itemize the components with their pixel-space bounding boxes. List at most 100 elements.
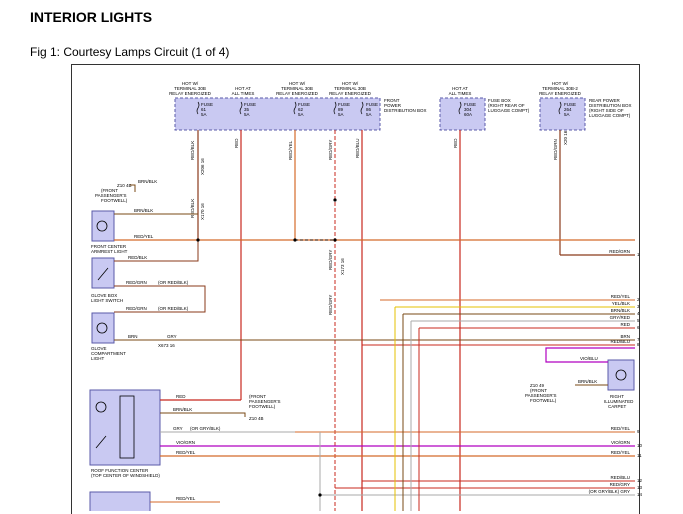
- svg-text:RED/BLU: RED/BLU: [355, 138, 360, 158]
- svg-text:LIGHT: LIGHT: [91, 356, 105, 361]
- rear-power-box-label: REAR POWER DISTRIBUTION BOX (RIGHT SIDE …: [589, 98, 632, 118]
- fuse-61-label: FUSE 61 5A: [201, 102, 213, 117]
- label-carpet-brn-blk: BRN/BLK: [578, 379, 597, 384]
- svg-text:13: 13: [637, 485, 643, 490]
- label-red-yel-1: RED/YEL: [134, 234, 154, 239]
- svg-text:3: 3: [637, 304, 640, 309]
- svg-text:FUSE: FUSE: [338, 102, 350, 107]
- svg-text:RED/BLU: RED/BLU: [610, 339, 630, 344]
- svg-text:2: 2: [637, 297, 640, 302]
- power-label-4: HOT W/ TERMINAL 30B RELAY ENERGIZED: [329, 81, 372, 96]
- label-roof-or-gry-blk: (OR GRY/BLK): [190, 426, 221, 431]
- power-label-3: HOT W/ TERMINAL 30B RELAY ENERGIZED: [276, 81, 319, 96]
- svg-text:DISTRIBUTION BOX: DISTRIBUTION BOX: [384, 108, 427, 113]
- svg-text:FUSE BOX: FUSE BOX: [488, 98, 511, 103]
- svg-text:FUSE: FUSE: [298, 102, 310, 107]
- svg-text:HOT AT: HOT AT: [452, 86, 468, 91]
- svg-text:FOOTWELL): FOOTWELL): [530, 398, 557, 403]
- splice-dot-3: [333, 238, 337, 242]
- svg-text:RELAY ENERGIZED: RELAY ENERGIZED: [276, 91, 319, 96]
- svg-text:(TOP CENTER OF WINDSHIELD): (TOP CENTER OF WINDSHIELD): [91, 473, 160, 478]
- label-gry-1: GRY: [167, 334, 177, 339]
- svg-text:RED/YEL: RED/YEL: [611, 450, 631, 455]
- roof-switch-icon: [95, 435, 107, 449]
- svg-text:(RIGHT REAR OF: (RIGHT REAR OF: [488, 103, 525, 108]
- fuse-35-symbol: [239, 101, 243, 115]
- svg-text:ROOF FUNCTION CENTER: ROOF FUNCTION CENTER: [91, 468, 149, 473]
- power-label-6: HOT W/ TERMINAL 30B-2 RELAY ENERGIZED: [539, 81, 582, 96]
- fuse-89-label: FUSE 89 5A: [338, 102, 350, 117]
- fuse-89-symbol: [333, 101, 337, 115]
- svg-text:Z10 49: Z10 49: [530, 383, 545, 388]
- svg-text:FRONT: FRONT: [384, 98, 400, 103]
- svg-text:PASSENGER'S: PASSENGER'S: [525, 393, 557, 398]
- svg-text:5A: 5A: [366, 112, 372, 117]
- svg-text:LUGGAGE COMPT): LUGGAGE COMPT): [589, 113, 631, 118]
- splice-dot-4: [333, 198, 337, 202]
- svg-text:TERMINAL 30B: TERMINAL 30B: [174, 86, 206, 91]
- svg-text:RED/BLK: RED/BLK: [190, 199, 195, 218]
- fuse-86-label: FUSE 86 5A: [366, 102, 378, 117]
- carpet-bulb-icon: [615, 369, 627, 381]
- svg-text:5A: 5A: [298, 112, 304, 117]
- svg-text:TERMINAL 30B: TERMINAL 30B: [281, 86, 313, 91]
- svg-text:(FRONT: (FRONT: [249, 394, 266, 399]
- svg-text:RED: RED: [620, 322, 630, 327]
- svg-text:11: 11: [637, 453, 642, 458]
- svg-text:ILLUMINATED: ILLUMINATED: [604, 399, 634, 404]
- svg-text:ALL TIMES: ALL TIMES: [232, 91, 255, 96]
- svg-text:61: 61: [201, 107, 207, 112]
- svg-text:RIGHT: RIGHT: [610, 394, 624, 399]
- diagram-frame: [71, 64, 640, 514]
- label-roof-red: RED: [176, 394, 186, 399]
- svg-text:HOT W/: HOT W/: [342, 81, 359, 86]
- ground-z1048: (FRONT PASSENGER'S FOOTWELL) Z10 4B: [215, 394, 281, 421]
- splice-dot-1: [196, 238, 200, 242]
- svg-text:POWER: POWER: [384, 103, 402, 108]
- svg-text:FUSE: FUSE: [244, 102, 256, 107]
- svg-text:35: 35: [244, 107, 250, 112]
- svg-text:LUGGAGE COMPT): LUGGAGE COMPT): [488, 108, 530, 113]
- label-red-grn-1: RED/GRN: [126, 280, 147, 285]
- label-armrest-brn-blk: BRN/BLK: [134, 208, 153, 213]
- right-carpet-box: [607, 359, 635, 391]
- svg-text:(RIGHT SIDE OF: (RIGHT SIDE OF: [589, 108, 624, 113]
- svg-text:14: 14: [637, 492, 643, 497]
- svg-text:4: 4: [637, 311, 640, 316]
- svg-text:RED: RED: [453, 138, 458, 148]
- svg-text:TERMINAL 30B: TERMINAL 30B: [334, 86, 366, 91]
- svg-text:Z10 4B: Z10 4B: [249, 416, 264, 421]
- label-red-grn-2: RED/GRN: [126, 306, 147, 311]
- front-power-distribution-box: [174, 97, 381, 131]
- svg-text:RED/GRY: RED/GRY: [328, 140, 333, 160]
- rear-fuse-box: [439, 97, 486, 131]
- svg-text:BRN/BLK: BRN/BLK: [611, 308, 630, 313]
- svg-text:8: 8: [637, 342, 640, 347]
- svg-text:FUSE: FUSE: [366, 102, 378, 107]
- label-or-red-blk-2: (OR RED/BLK): [158, 306, 189, 311]
- connector-x2: X20 16: [563, 130, 568, 145]
- svg-text:RELAY ENERGIZED: RELAY ENERGIZED: [539, 91, 582, 96]
- svg-text:RED/BLK: RED/BLK: [190, 141, 195, 160]
- svg-text:5A: 5A: [201, 112, 207, 117]
- front-box-label: FRONT POWER DISTRIBUTION BOX: [384, 98, 427, 113]
- svg-text:6: 6: [637, 325, 640, 330]
- glove-bulb-icon: [96, 322, 108, 334]
- fuse-62-label: FUSE 62 5A: [298, 102, 310, 117]
- svg-text:FUSE: FUSE: [564, 102, 576, 107]
- vertical-wire-labels: RED/BLK RED RED/YEL RED/GRY RED/BLU RED …: [190, 138, 558, 315]
- glove-switch-label: GLOVE BOX LIGHT SWITCH: [91, 293, 123, 303]
- svg-text:(FRONT: (FRONT: [530, 388, 547, 393]
- right-edge-numbers: 1 2 3 4 5 6 7 8 9 10 11 12 13 14: [637, 252, 643, 497]
- power-label-5: HOT AT ALL TIMES: [449, 86, 472, 96]
- svg-text:RED/YEL: RED/YEL: [288, 140, 293, 160]
- svg-text:5A: 5A: [338, 112, 344, 117]
- svg-text:RED: RED: [234, 138, 239, 148]
- label-roof-gry: GRY: [173, 426, 183, 431]
- svg-text:RED/GRN: RED/GRN: [553, 139, 558, 160]
- svg-text:FRONT CENTER: FRONT CENTER: [91, 244, 127, 249]
- label-roof-brn-blk: BRN/BLK: [173, 407, 192, 412]
- svg-text:PASSENGER'S: PASSENGER'S: [95, 193, 127, 198]
- svg-text:RED/BLU: RED/BLU: [610, 475, 630, 480]
- roof-bulb-icon: [95, 401, 107, 413]
